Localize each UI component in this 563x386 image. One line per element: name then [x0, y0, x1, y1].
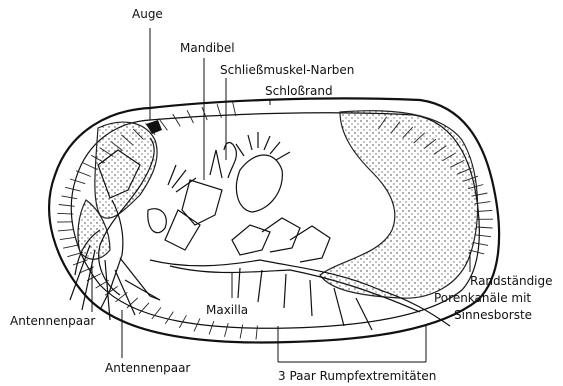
pore-canal-tick	[76, 171, 91, 177]
label-rumpfextremitaeten: 3 Paar Rumpfextremitäten	[278, 369, 436, 383]
label-schliessmuskel-narben: Schließmuskel-Narben	[220, 63, 354, 77]
pore-canal-tick	[475, 235, 491, 237]
stippled-regions	[78, 111, 478, 298]
pore-canal-tick	[173, 114, 181, 126]
label-porenkanaele: Porenkanäle mit	[434, 291, 531, 305]
pore-canal-tick	[63, 245, 79, 248]
label-mandibel: Mandibel	[180, 41, 235, 55]
pore-canal-tick	[70, 179, 85, 184]
pore-canal-tick	[472, 242, 488, 245]
label-schlossrand: Schloßrand	[265, 84, 333, 98]
label-sinnesborste: Sinnesborste	[454, 308, 532, 322]
pore-canal-tick	[225, 323, 229, 337]
label-maxilla: Maxilla	[206, 303, 248, 317]
pore-canal-tick	[240, 325, 243, 339]
pore-canal-tick	[62, 196, 78, 199]
pore-canal-tick	[58, 230, 74, 231]
pore-canal-tick	[165, 312, 173, 324]
label-antennenpaar-1: Antennenpaar	[10, 314, 95, 328]
label-antennenpaar-2: Antennenpaar	[105, 361, 190, 375]
label-randstaendige: Randständige	[470, 274, 553, 288]
pore-canal-tick	[60, 237, 76, 239]
pore-canal-tick	[59, 205, 75, 207]
pore-canal-tick	[209, 321, 214, 334]
pore-canal-tick	[233, 102, 236, 116]
pore-canal-tick	[202, 107, 207, 120]
label-auge: Auge	[132, 7, 163, 21]
